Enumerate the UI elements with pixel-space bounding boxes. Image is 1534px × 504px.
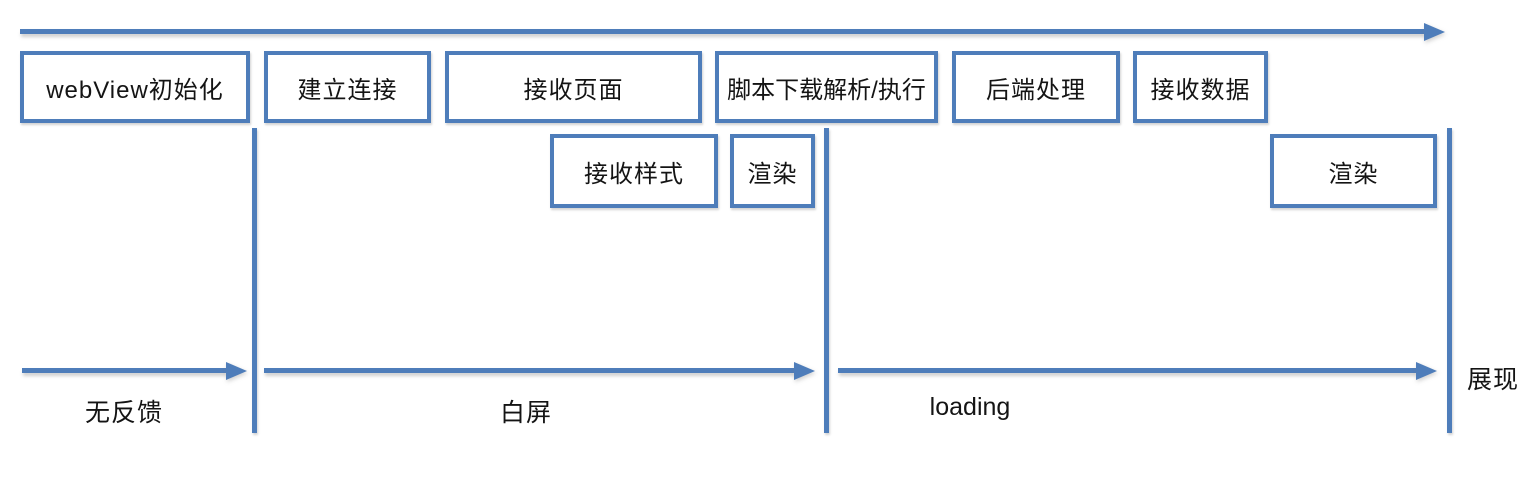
end-label-display: 展现	[1467, 366, 1520, 394]
stage-label: 后端处理	[986, 76, 1086, 104]
stage-box-render-second: 渲染	[1270, 134, 1437, 208]
stage-box-backend-processing: 后端处理	[952, 51, 1120, 123]
phase-label-white-screen: 白屏	[499, 399, 552, 427]
stage-box-receive-page: 接收页面	[445, 51, 702, 123]
stage-label: 接收样式	[584, 160, 684, 188]
phase-arrow-white-screen-line	[264, 368, 794, 373]
phase-arrow-no-feedback-line	[22, 368, 226, 373]
stage-label: 接收页面	[523, 76, 624, 104]
arrow-right-icon	[794, 361, 815, 380]
stage-box-script-download-parse-execute: 脚本下载解析/执行	[715, 51, 938, 123]
stage-label: 渲染	[747, 160, 798, 188]
arrow-right-icon	[1416, 361, 1437, 380]
phase-label-loading: loading	[929, 393, 1011, 421]
phase-divider-line-3	[1447, 128, 1452, 433]
arrow-right-icon	[1424, 22, 1445, 41]
phase-divider-line-1	[252, 128, 257, 433]
stage-box-establish-connection: 建立连接	[264, 51, 431, 123]
stage-label: 建立连接	[297, 76, 398, 104]
phase-arrow-loading-line	[838, 368, 1416, 373]
stage-label: 接收数据	[1150, 76, 1251, 104]
stage-box-webview-init: webView初始化	[20, 51, 250, 123]
stage-box-receive-styles: 接收样式	[550, 134, 718, 208]
arrow-right-icon	[226, 361, 247, 380]
stage-label: webView初始化	[46, 76, 224, 104]
stage-label: 渲染	[1328, 160, 1379, 188]
top-timeline-arrow-line	[20, 29, 1424, 34]
stage-box-render-first: 渲染	[730, 134, 815, 208]
stage-label: 脚本下载解析/执行	[727, 76, 926, 104]
phase-divider-line-2	[824, 128, 829, 433]
stage-box-receive-data: 接收数据	[1133, 51, 1268, 123]
phase-label-no-feedback: 无反馈	[84, 399, 163, 427]
